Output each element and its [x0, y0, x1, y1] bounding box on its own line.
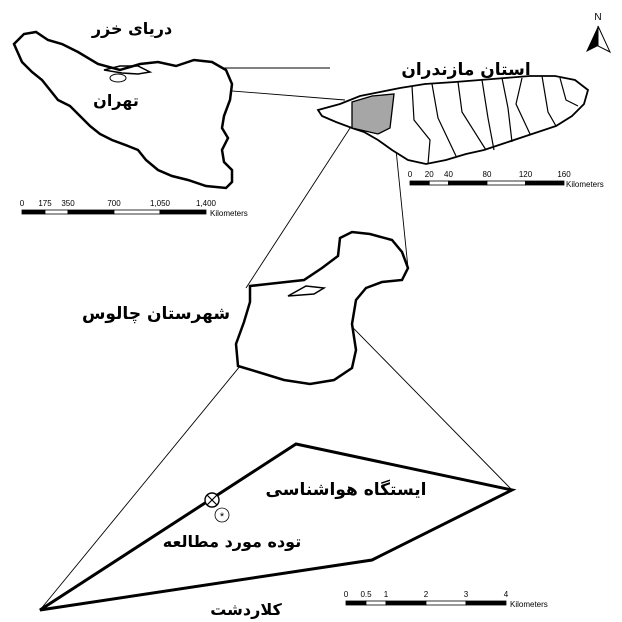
- scale-tick-label: 160: [557, 170, 571, 179]
- scale-tick-label: 350: [61, 199, 75, 208]
- scale-tick-label: 0: [344, 590, 349, 599]
- scale-bar-study-area: 0 0.5 1 2 3 4 Kilometers: [344, 590, 548, 609]
- scale-tick-label: 1: [384, 590, 389, 599]
- scale-tick-label: 2: [424, 590, 429, 599]
- scale-segment: [525, 180, 565, 186]
- scale-segment: [113, 209, 161, 215]
- scale-segment: [428, 180, 449, 186]
- scale-tick-label: 0: [408, 170, 413, 179]
- scale-segment: [159, 209, 207, 215]
- scale-segment: [345, 600, 367, 606]
- mazandaran-mini-outline: [103, 65, 153, 75]
- caspian-sea-label: دریای خزر: [91, 19, 172, 38]
- scale-tick-label: 20: [425, 170, 434, 179]
- chalus-map: شهرستان چالوس: [82, 230, 410, 386]
- chalus-label: شهرستان چالوس: [82, 304, 230, 324]
- scale-tick-label: 175: [38, 199, 52, 208]
- circle-cross-icon: [204, 492, 220, 508]
- mazandaran-label: استان مازندران: [401, 60, 530, 80]
- scale-bar-iran: 0 175 350 700 1,050 1,400 Kilometers: [20, 199, 248, 218]
- study-stand-label: توده مورد مطالعه: [163, 532, 301, 551]
- scale-segment: [486, 180, 526, 186]
- scale-segment: [365, 600, 387, 606]
- scale-segment: [67, 209, 115, 215]
- north-arrow-icon: N: [586, 12, 612, 54]
- scale-tick-label: 0.5: [360, 590, 372, 599]
- scale-tick-label: 40: [444, 170, 453, 179]
- scale-unit-label: Kilometers: [210, 209, 248, 218]
- scale-unit-label: Kilometers: [510, 600, 548, 609]
- chalus-outline: [234, 230, 410, 386]
- scale-tick-label: 80: [483, 170, 492, 179]
- scale-segment: [465, 600, 507, 606]
- scale-unit-label: Kilometers: [566, 180, 604, 189]
- star-in-circle-icon: *: [214, 507, 230, 523]
- svg-text:N: N: [594, 12, 601, 23]
- scale-tick-label: 120: [519, 170, 533, 179]
- scale-tick-label: 1,050: [150, 199, 171, 208]
- county-boundaries: [411, 75, 579, 165]
- tehran-marker: [109, 73, 127, 83]
- scale-tick-label: 3: [464, 590, 469, 599]
- mazandaran-map: استان مازندران: [316, 60, 590, 165]
- scale-tick-label: 4: [504, 590, 509, 599]
- chalus-highlight: [351, 93, 395, 135]
- scale-segment: [425, 600, 467, 606]
- tehran-label: تهران: [93, 91, 139, 110]
- weather-station-label: ایستگاه هواشناسی: [266, 479, 427, 500]
- scale-segment: [44, 209, 69, 215]
- scale-segment: [385, 600, 427, 606]
- iran-outline: [12, 30, 234, 190]
- scale-bar-mazandaran: 0 20 40 80 120 160 Kilometers: [408, 170, 604, 189]
- scale-segment: [21, 209, 46, 215]
- scale-segment: [409, 180, 430, 186]
- study-area-outline: [39, 442, 517, 612]
- scale-segment: [448, 180, 488, 186]
- scale-tick-label: 700: [107, 199, 121, 208]
- iran-map: دریای خزر تهران: [12, 19, 234, 190]
- scale-tick-label: 0: [20, 199, 25, 208]
- study-area-mini-outline: [287, 285, 327, 297]
- scale-tick-label: 1,400: [196, 199, 217, 208]
- kelardasht-label: کلاردشت: [210, 600, 282, 619]
- svg-text:*: *: [220, 511, 225, 523]
- study-area-map: * ایستگاه هواشناسی توده مورد مطالعه کلار…: [39, 442, 517, 619]
